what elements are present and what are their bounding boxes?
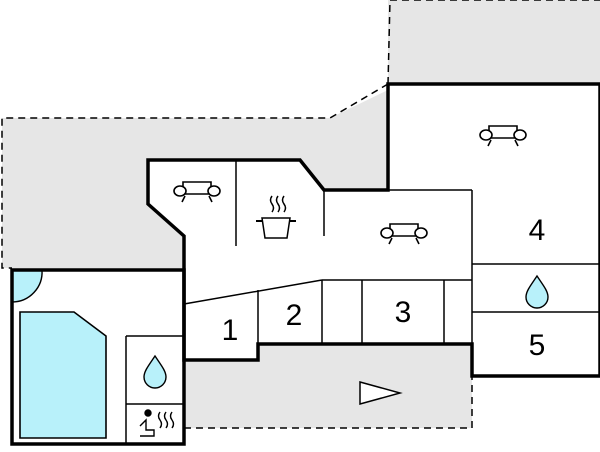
exterior-walls xyxy=(10,82,600,446)
room-label-4: 4 xyxy=(529,214,546,247)
room-label-3: 3 xyxy=(395,296,412,329)
room-label-2: 2 xyxy=(286,299,303,332)
sauna-icon xyxy=(139,409,175,437)
outdoor-area xyxy=(2,0,600,428)
entrance-arrow-icon xyxy=(359,381,403,405)
room-label-1: 1 xyxy=(222,314,239,347)
kitchen-pot-icon xyxy=(256,195,296,239)
outdoor-boundary xyxy=(1,0,600,429)
swimming-pool xyxy=(19,311,107,439)
pool-corner xyxy=(11,269,43,303)
room-label-5: 5 xyxy=(529,329,546,362)
